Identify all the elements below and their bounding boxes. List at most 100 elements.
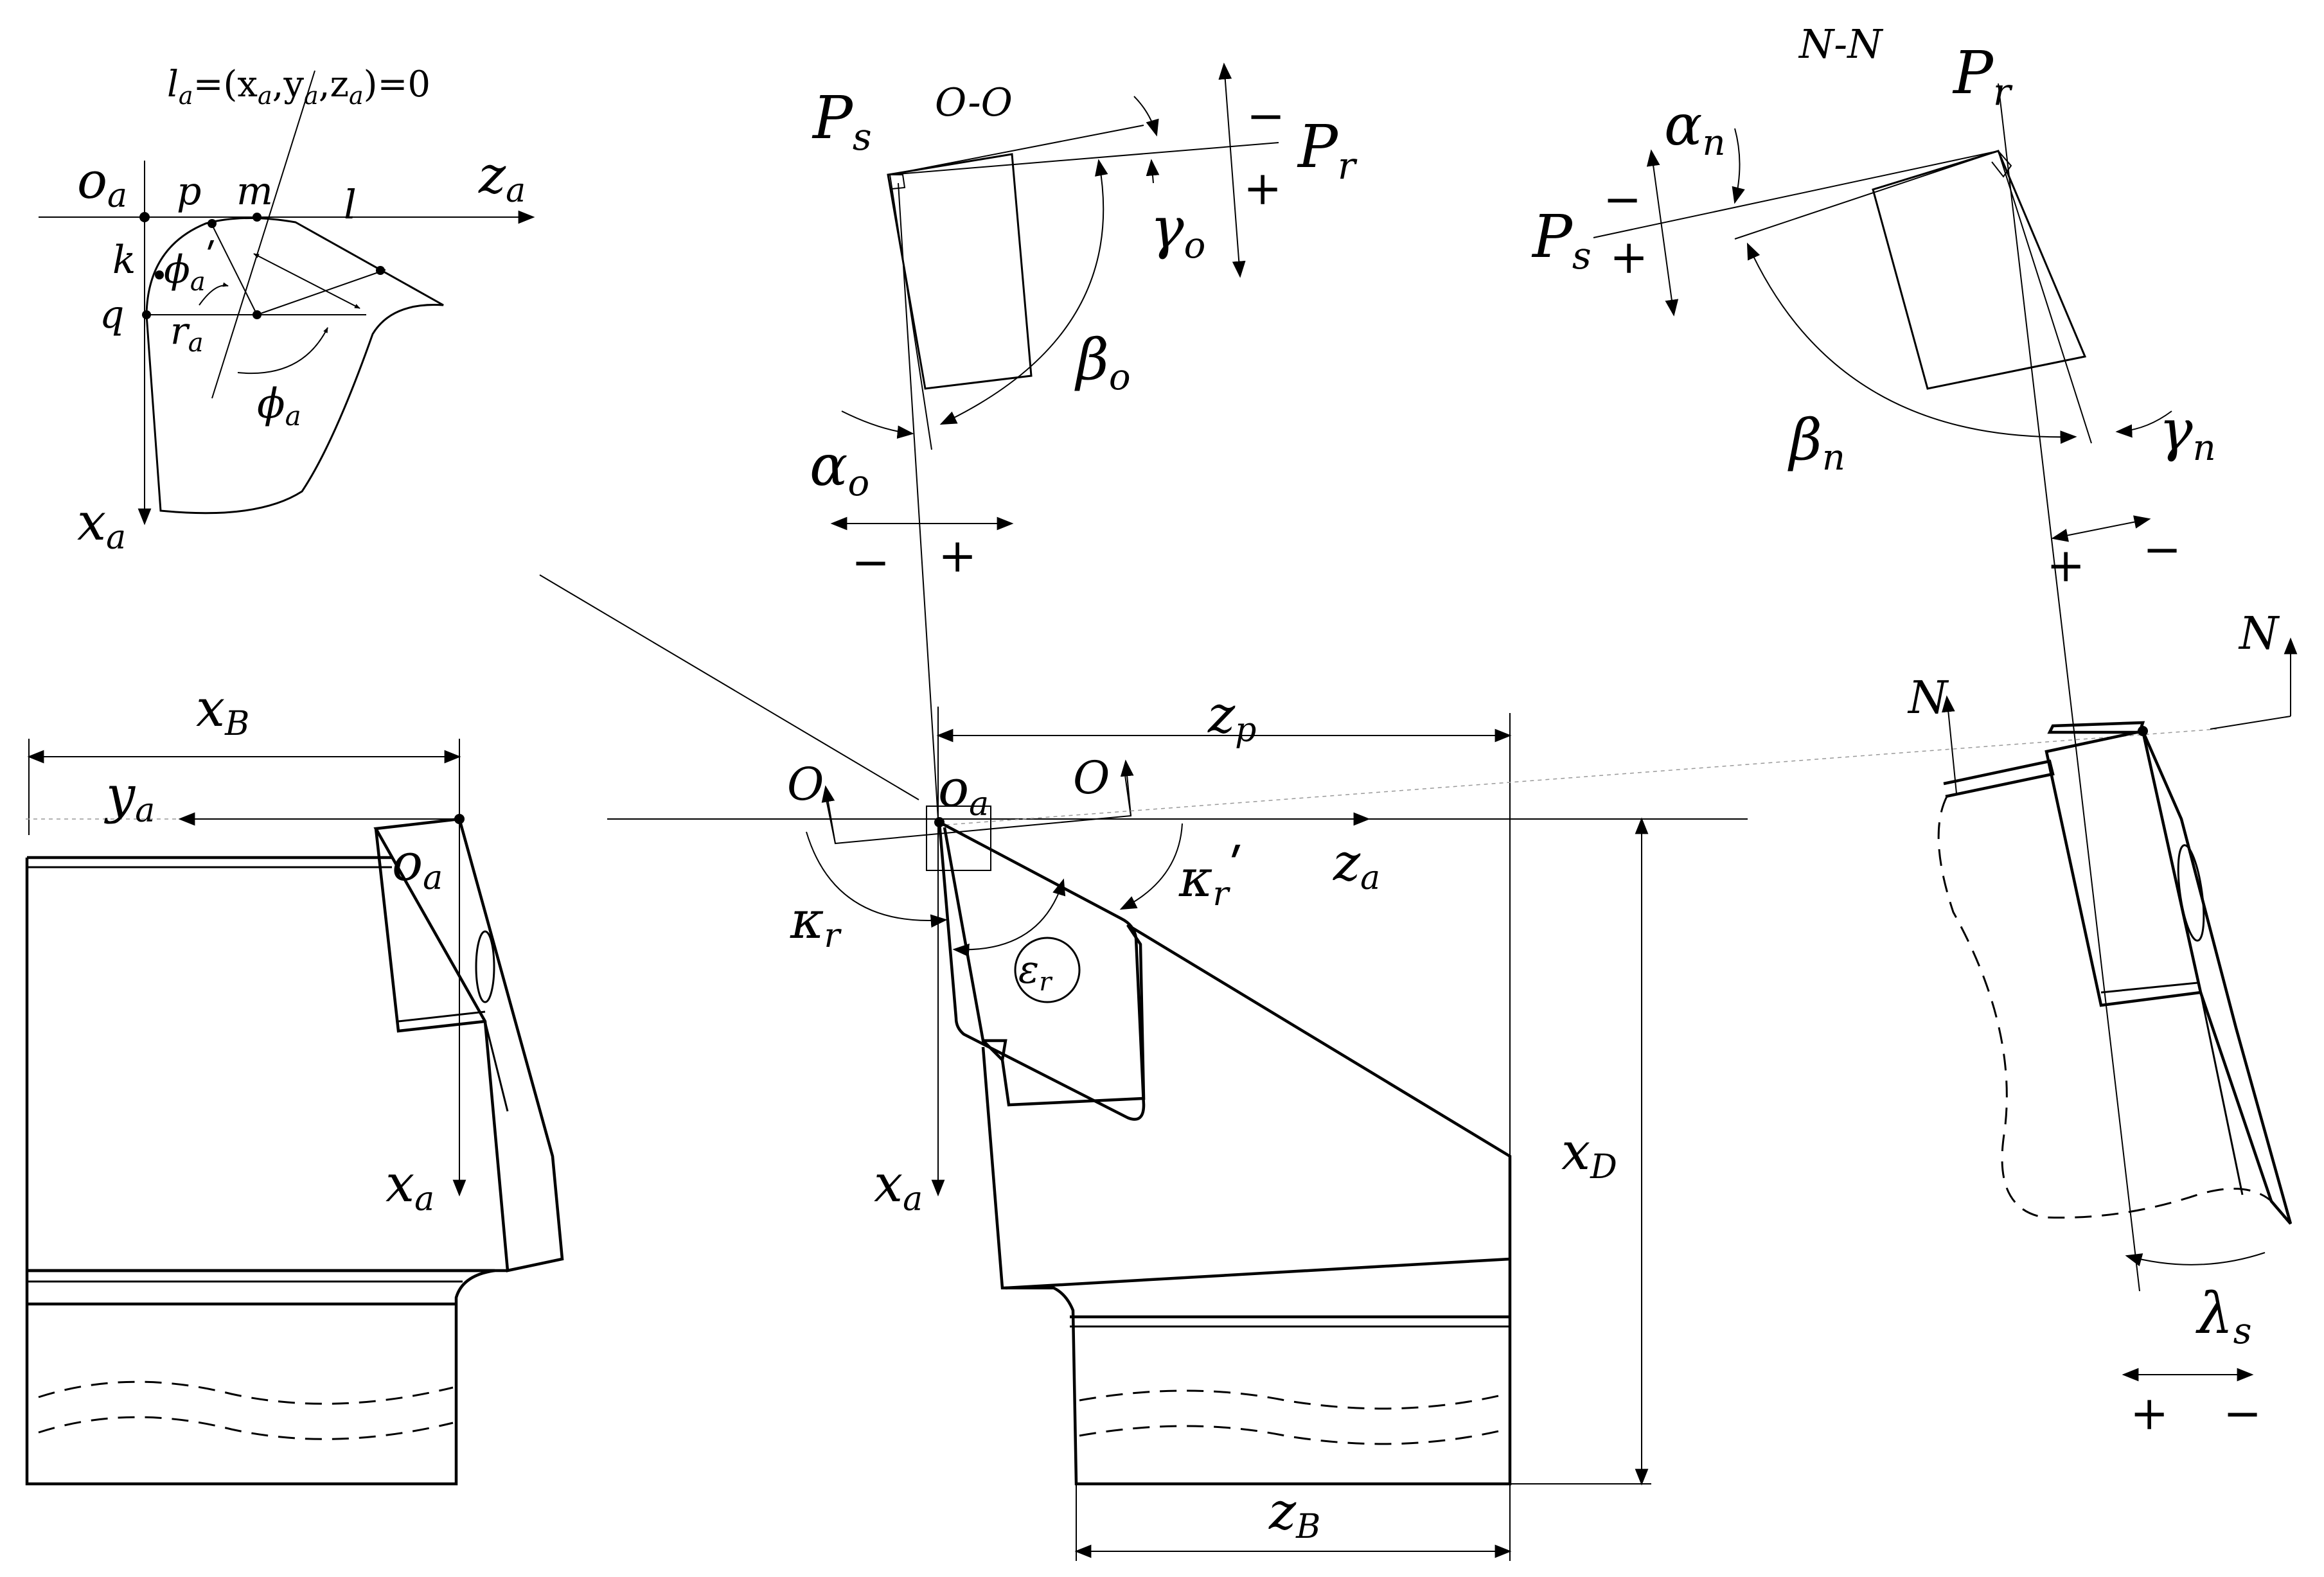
insert-screw-hole: [475, 930, 495, 1003]
label-zB: zB: [1268, 1481, 1320, 1546]
break-line-2: [38, 1416, 454, 1440]
right-angle-mark-OO: [890, 174, 906, 189]
label-phi-a: ϕa: [257, 380, 301, 432]
label-kappa-r: κr: [790, 890, 842, 955]
holder-edge-right: [1943, 759, 2055, 798]
nose-radius-detail: la=(xa,ya,za)=0 oa p m l za k q ϕaʹ ra ϕ…: [39, 64, 535, 557]
label-alpha-n: αn: [1664, 92, 1726, 164]
kappa-r-prime-arc: [1119, 823, 1183, 910]
label-gamma-o: γo: [1150, 195, 1205, 267]
insert-face-edge: [398, 1010, 486, 1023]
label-N-left: N: [1907, 671, 1949, 724]
label-xa-detail: xa: [77, 492, 126, 557]
side-view: xB ya oa xa: [25, 678, 564, 1486]
label-oa-plan: oa: [938, 759, 989, 824]
label-la-equation: la=(xa,ya,za)=0: [167, 64, 430, 110]
break-outline-right: [1937, 796, 2285, 1219]
flank-line-NN: [1998, 150, 2092, 444]
label-minus-gamma-n: −: [2143, 522, 2181, 576]
label-Pr-OO: Pr: [1297, 112, 1358, 188]
label-Ps-OO: Ps: [812, 84, 872, 159]
la-leader-line: [211, 70, 315, 399]
label-minus-alpha-o: −: [851, 535, 890, 589]
label-beta-n: βn: [1787, 407, 1845, 479]
point-k: [155, 270, 164, 279]
label-lambda-s: λs: [2195, 1280, 2252, 1352]
section-arrow-O-right: [1120, 759, 1134, 816]
inclination-view: N N λs + −: [1907, 607, 2298, 1440]
beta-o-arc: [939, 159, 1108, 425]
point-oa: [139, 212, 150, 222]
label-minus-gamma-o: −: [1246, 89, 1285, 143]
alpha-o-arc: [841, 410, 914, 439]
section-arrow-N-left: [1941, 695, 1957, 794]
point-oa-plan: [934, 817, 945, 827]
insert-flank-right: [2141, 730, 2293, 1225]
label-Ps-NN: Ps: [1531, 202, 1592, 278]
label-minus-alpha-n: −: [1603, 172, 1642, 226]
epsilon-r-arc: [952, 878, 1066, 957]
section-OO: Ps O-O Pr − + γo βo αo − +: [810, 62, 1358, 589]
label-kappa-r-prime: κrʹ: [1178, 838, 1243, 913]
label-plus-gamma-o: +: [1243, 161, 1282, 215]
point-q: [142, 310, 151, 319]
label-zp: zp: [1207, 685, 1256, 750]
phi-prime-arc: [199, 282, 229, 306]
gamma-o-arrow: [1146, 159, 1160, 184]
insert-hole-right: [2177, 844, 2205, 942]
section-arrow-O-left: [821, 785, 836, 844]
insert-edge-right: [2100, 982, 2198, 994]
insert-bottom-edge-right: [2199, 992, 2244, 1195]
label-za-plan: za: [1333, 833, 1380, 897]
section-line-NN: [937, 728, 2217, 826]
label-plus-gamma-n: +: [2046, 538, 2085, 592]
label-plus-lambda-s: +: [2130, 1386, 2169, 1440]
section-line-OO: [825, 770, 1132, 845]
label-xa-plan: xa: [874, 1154, 923, 1219]
holder-plan-step: [1005, 1257, 1511, 1290]
sign-axis-gamma-n: [2051, 515, 2151, 542]
beta-n-arc: [1746, 242, 2077, 445]
label-Pr-NN: Pr: [1952, 39, 2013, 114]
detail-box: [926, 806, 991, 871]
dimension-l: [253, 253, 360, 309]
label-m: m: [236, 169, 273, 214]
radius-line-p: [211, 224, 258, 315]
section-NN: N-N Pr αn Ps − + βn γn + −: [1531, 21, 2216, 1292]
plan-view: zp O O oa za κr κrʹ εr xa xD zB: [607, 182, 2217, 1561]
label-O-left: O: [787, 758, 824, 811]
label-l: l: [344, 181, 357, 228]
rake-line-NN: [1734, 150, 1999, 240]
holder-body-outline: [25, 858, 495, 1486]
label-epsilon-r: εr: [1018, 947, 1053, 997]
gamma-n-arc: [2115, 410, 2172, 438]
gamma-o-arc-top: [1133, 96, 1159, 137]
insert-plan: [937, 820, 1146, 1121]
break-line-plan-1: [1079, 1389, 1507, 1410]
point-center: [253, 310, 262, 319]
holder-top-edge-right: [2047, 721, 2145, 734]
label-za-detail: za: [478, 145, 526, 210]
label-ra: ra: [170, 309, 204, 358]
alpha-n-arc: [1732, 128, 1745, 204]
label-O-right: O: [1073, 752, 1110, 804]
label-p: p: [177, 169, 201, 214]
label-xD: xD: [1561, 1122, 1617, 1186]
holder-body-plan: [943, 827, 1512, 1486]
label-minus-lambda-s: −: [2223, 1386, 2262, 1440]
sign-axis-gamma-o: [1218, 62, 1246, 278]
wedge-section-NN: [1872, 150, 2087, 390]
label-plus-alpha-o: +: [938, 529, 977, 583]
label-xB: xB: [196, 678, 249, 743]
phi-arc: [237, 327, 328, 374]
flank-line-OO: [889, 174, 932, 450]
break-line-1: [38, 1380, 454, 1405]
label-plus-alpha-n: +: [1610, 230, 1648, 284]
label-q: q: [100, 292, 124, 337]
lambda-s-arc: [2125, 1252, 2266, 1267]
label-gamma-n: γn: [2159, 397, 2216, 469]
label-oa-detail: oa: [77, 152, 127, 215]
label-alpha-o: αo: [810, 432, 869, 504]
point-p: [208, 219, 217, 228]
